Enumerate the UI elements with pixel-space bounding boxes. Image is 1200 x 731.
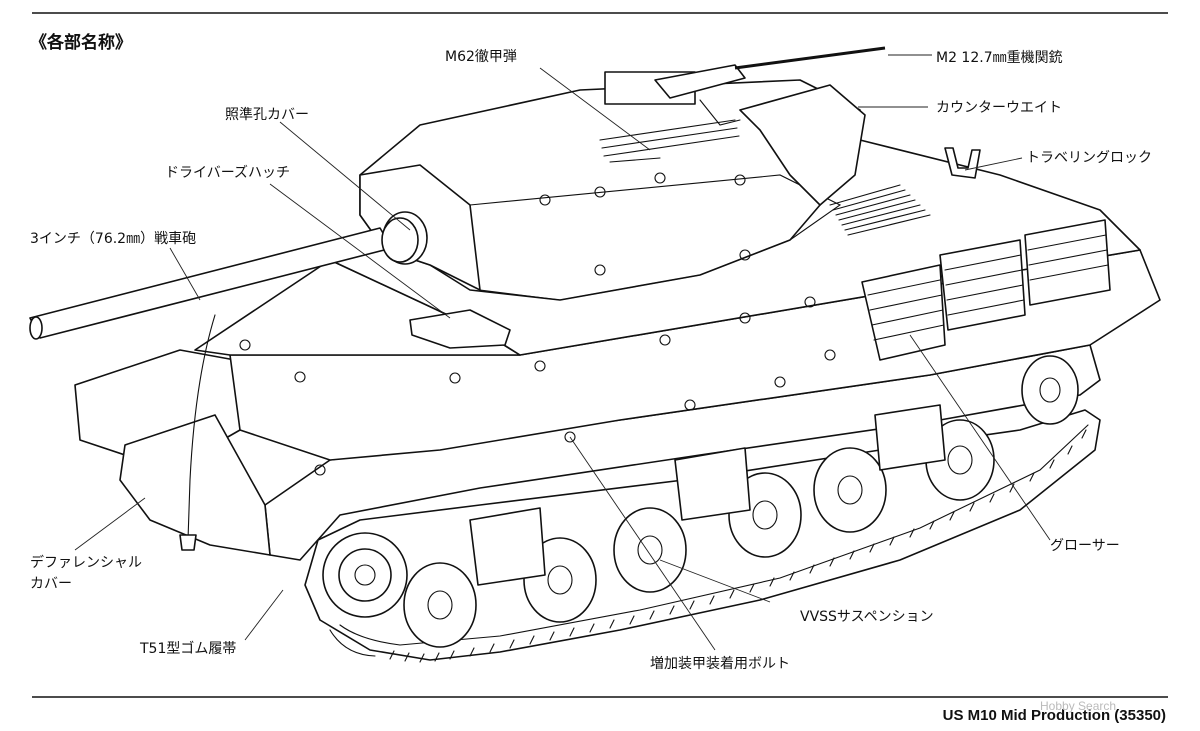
armor-bolts — [239, 172, 836, 476]
sight-cover-shape — [381, 217, 419, 263]
grouser-racks — [861, 219, 1111, 361]
mg-body — [654, 64, 746, 99]
track-links — [329, 429, 1087, 663]
label-main-gun: 3インチ（76.2㎜）戦車砲 — [30, 230, 196, 247]
label-m2-mg: M2 12.7㎜重機関銃 — [936, 50, 1063, 66]
label-travel-lock: トラベリングロック — [1026, 150, 1152, 166]
vvss-bogies — [469, 404, 946, 586]
tank-illustration — [29, 46, 1161, 663]
label-sight-cover: 照準孔カバー — [225, 107, 309, 123]
label-driver-hatch: ドライバーズハッチ — [165, 165, 290, 181]
ammo-rack — [599, 119, 740, 163]
label-counterweight: カウンターウエイト — [936, 100, 1062, 116]
muzzle — [29, 316, 43, 340]
mg-barrel — [734, 46, 886, 70]
label-armor-bolt: 増加装甲装着用ボルト — [650, 656, 790, 672]
drive-sprocket — [322, 532, 408, 618]
tow-cable — [187, 314, 216, 541]
label-diff-cover-line1: デファレンシャル — [30, 554, 142, 571]
label-m62-round: M62徹甲弾 — [445, 49, 517, 65]
footer-model-name: US M10 Mid Production (35350) — [943, 707, 1166, 724]
turret-side-face — [469, 174, 842, 301]
label-grouser: グローサー — [1050, 538, 1120, 554]
section-title: 《各部名称》 — [30, 32, 132, 53]
driver-hatch-shape — [409, 309, 511, 349]
tow-cable-end — [179, 534, 197, 551]
track-inner-edge — [339, 424, 1089, 646]
footer-watermark: Hobby Search — [1040, 699, 1116, 713]
travel-lock-bracket — [944, 147, 981, 179]
label-diff-cover-line2: カバー — [30, 576, 72, 592]
leader-lines — [74, 54, 1051, 651]
engine-grille — [829, 184, 931, 236]
label-t51-track: T51型ゴム履帯 — [139, 640, 236, 657]
counterweight-body — [739, 84, 866, 206]
mg-pintle — [699, 99, 741, 126]
differential-cover — [119, 414, 271, 556]
label-vvss: VVSSサスペンション — [800, 609, 934, 625]
